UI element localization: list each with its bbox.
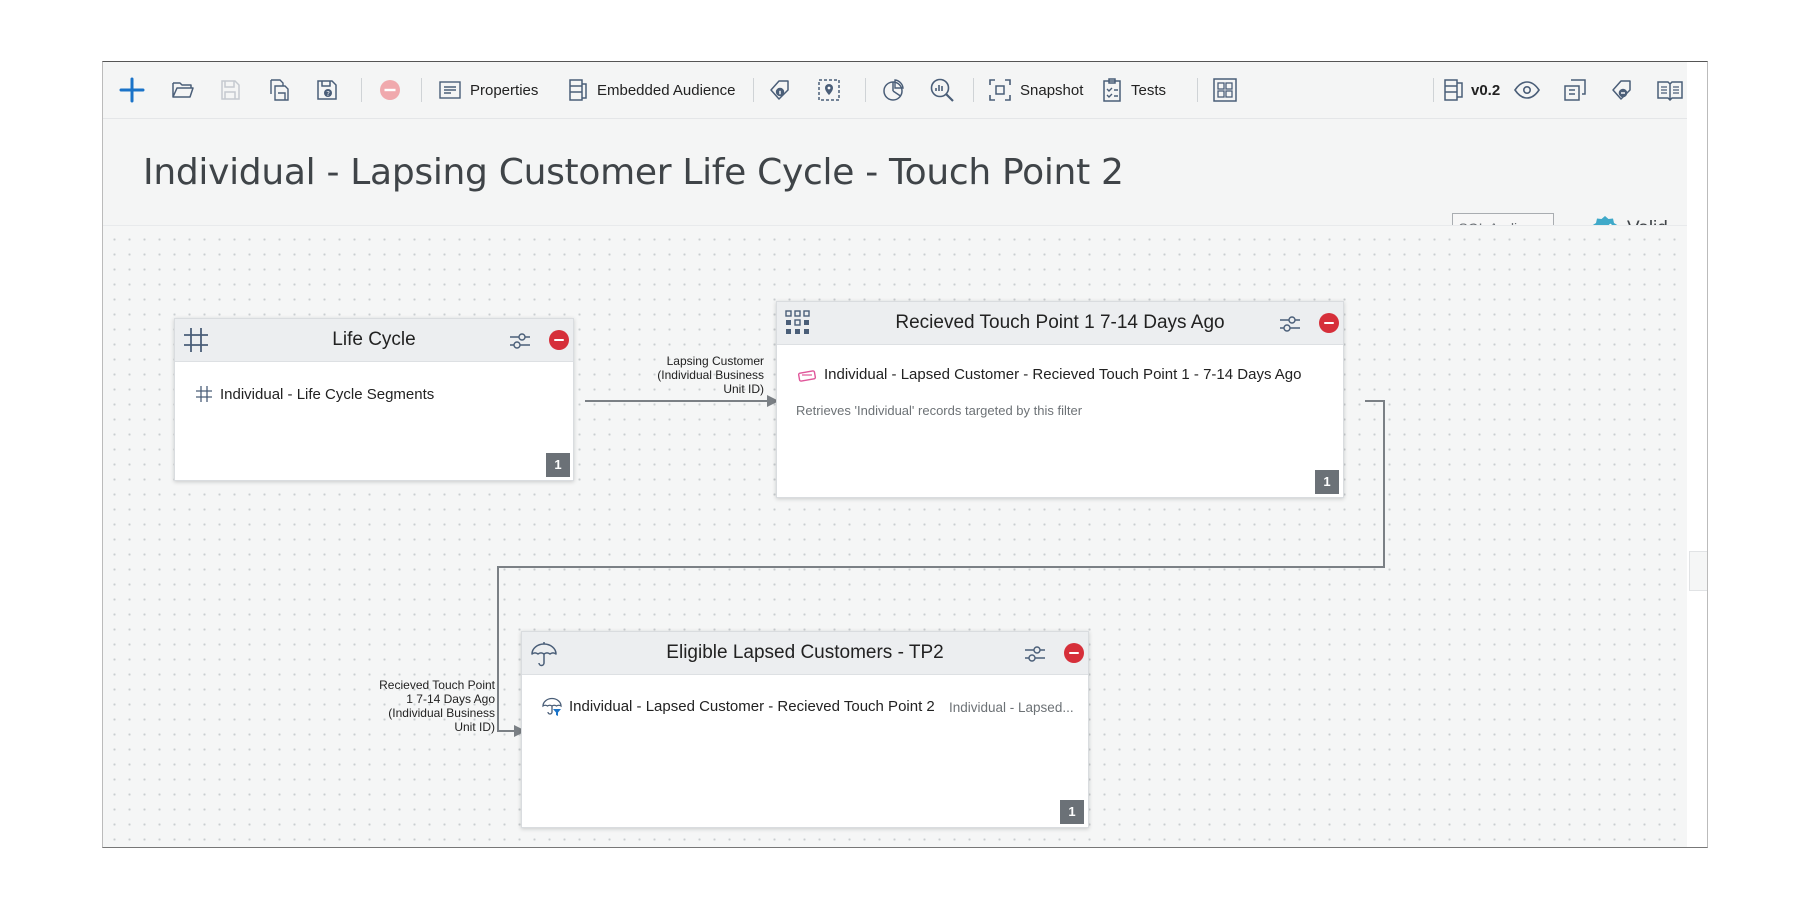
versions-icon: [1444, 79, 1463, 101]
tests-label: Tests: [1131, 81, 1167, 99]
node-touch-point-1[interactable]: Recieved Touch Point 1 7-14 Days Ago Ind…: [776, 301, 1344, 498]
page-title: Individual - Lapsing Customer Life Cycle…: [143, 152, 1124, 193]
settings-sliders-icon[interactable]: [1279, 314, 1301, 334]
save-icon[interactable]: [219, 62, 241, 118]
node-eligible-lapsed-customers[interactable]: Eligible Lapsed Customers - TP2 Individu…: [521, 631, 1089, 828]
node-item-secondary: Individual - Lapsed...: [949, 700, 1074, 715]
dashboard-icon[interactable]: [1213, 62, 1237, 118]
save-as-icon[interactable]: [267, 62, 291, 118]
edge1-label: Lapsing Customer (Individual Business Un…: [657, 354, 764, 396]
embedded-audience-label: Embedded Audience: [597, 81, 736, 99]
count-badge: 1: [1315, 470, 1339, 494]
side-panel-strip: [1687, 62, 1707, 847]
pie-chart-icon[interactable]: [881, 62, 905, 118]
grid-icon: [184, 328, 208, 352]
node-header: Life Cycle: [175, 319, 573, 362]
node-item[interactable]: Individual - Life Cycle Segments: [195, 385, 434, 403]
settings-sliders-icon[interactable]: [509, 331, 531, 351]
grid-dots-icon: [785, 310, 810, 334]
tests-button[interactable]: Tests: [1102, 62, 1166, 118]
version-label: v0.2: [1471, 81, 1501, 99]
remove-node-icon[interactable]: [1064, 643, 1084, 663]
edge2-arrowhead: [514, 725, 526, 737]
grid-icon: [196, 386, 212, 402]
open-folder-icon[interactable]: [171, 62, 195, 118]
umbrella-filter-icon: [542, 697, 562, 716]
svg-text:?: ?: [326, 90, 330, 98]
properties-label: Properties: [470, 81, 539, 99]
preview-eye-icon[interactable]: [1514, 62, 1540, 118]
filter-tag-icon: [797, 369, 817, 382]
delete-icon[interactable]: [379, 62, 401, 118]
node-header: Recieved Touch Point 1 7-14 Days Ago: [777, 302, 1343, 345]
workflow-canvas[interactable]: Lapsing Customer (Individual Business Un…: [103, 225, 1687, 847]
properties-icon: [439, 81, 461, 99]
umbrella-icon: [531, 642, 557, 667]
node-item[interactable]: Individual - Lapsed Customer - Recieved …: [797, 366, 1301, 383]
node-title: Life Cycle: [332, 329, 416, 350]
node-life-cycle[interactable]: Life Cycle Individual - Life Cycle Segme…: [174, 318, 574, 481]
side-panel-toggle[interactable]: [1689, 551, 1707, 591]
edge1-arrowhead: [767, 395, 779, 407]
snapshot-button[interactable]: Snapshot: [989, 62, 1083, 118]
node-item-label: Individual - Lapsed Customer - Recieved …: [569, 697, 935, 715]
tests-icon: [1103, 78, 1121, 102]
node-title: Eligible Lapsed Customers - TP2: [666, 642, 944, 663]
edge2-label: Recieved Touch Point 1 7-14 Days Ago (In…: [379, 678, 495, 734]
tag-info-icon[interactable]: [768, 62, 792, 118]
node-item-label: Individual - Lapsed Customer - Recieved …: [824, 366, 1302, 383]
embedded-audience-button[interactable]: Embedded Audience: [568, 62, 735, 118]
version-button[interactable]: v0.2: [1443, 62, 1500, 118]
settings-sliders-icon[interactable]: [1024, 644, 1046, 664]
count-badge: 1: [1060, 800, 1084, 824]
add-icon[interactable]: [119, 62, 145, 118]
embedded-audience-icon: [569, 79, 587, 101]
node-item-label: Individual - Life Cycle Segments: [220, 385, 435, 403]
toolbar: ? Properties Embedded Audience: [103, 62, 1687, 119]
snapshot-icon: [989, 79, 1011, 101]
copy-documents-icon[interactable]: [1563, 62, 1587, 118]
remove-node-icon[interactable]: [1319, 313, 1339, 333]
location-icon[interactable]: [817, 62, 841, 118]
snapshot-label: Snapshot: [1020, 81, 1084, 99]
node-header: Eligible Lapsed Customers - TP2: [522, 632, 1088, 675]
count-badge: 1: [546, 453, 570, 477]
properties-button[interactable]: Properties: [439, 62, 538, 118]
remove-node-icon[interactable]: [549, 330, 569, 350]
tag-link-icon[interactable]: [1610, 62, 1634, 118]
node-item[interactable]: Individual - Lapsed Customer - Recieved …: [542, 696, 935, 716]
connector-lines: [497, 395, 1385, 737]
open-book-icon[interactable]: [1657, 62, 1683, 118]
node-title: Recieved Touch Point 1 7-14 Days Ago: [895, 312, 1225, 333]
analyze-icon[interactable]: [929, 62, 955, 118]
app-window: ? Properties Embedded Audience: [102, 61, 1708, 848]
save-template-icon[interactable]: ?: [315, 62, 339, 118]
node-description: Retrieves 'Individual' records targeted …: [796, 403, 1083, 418]
